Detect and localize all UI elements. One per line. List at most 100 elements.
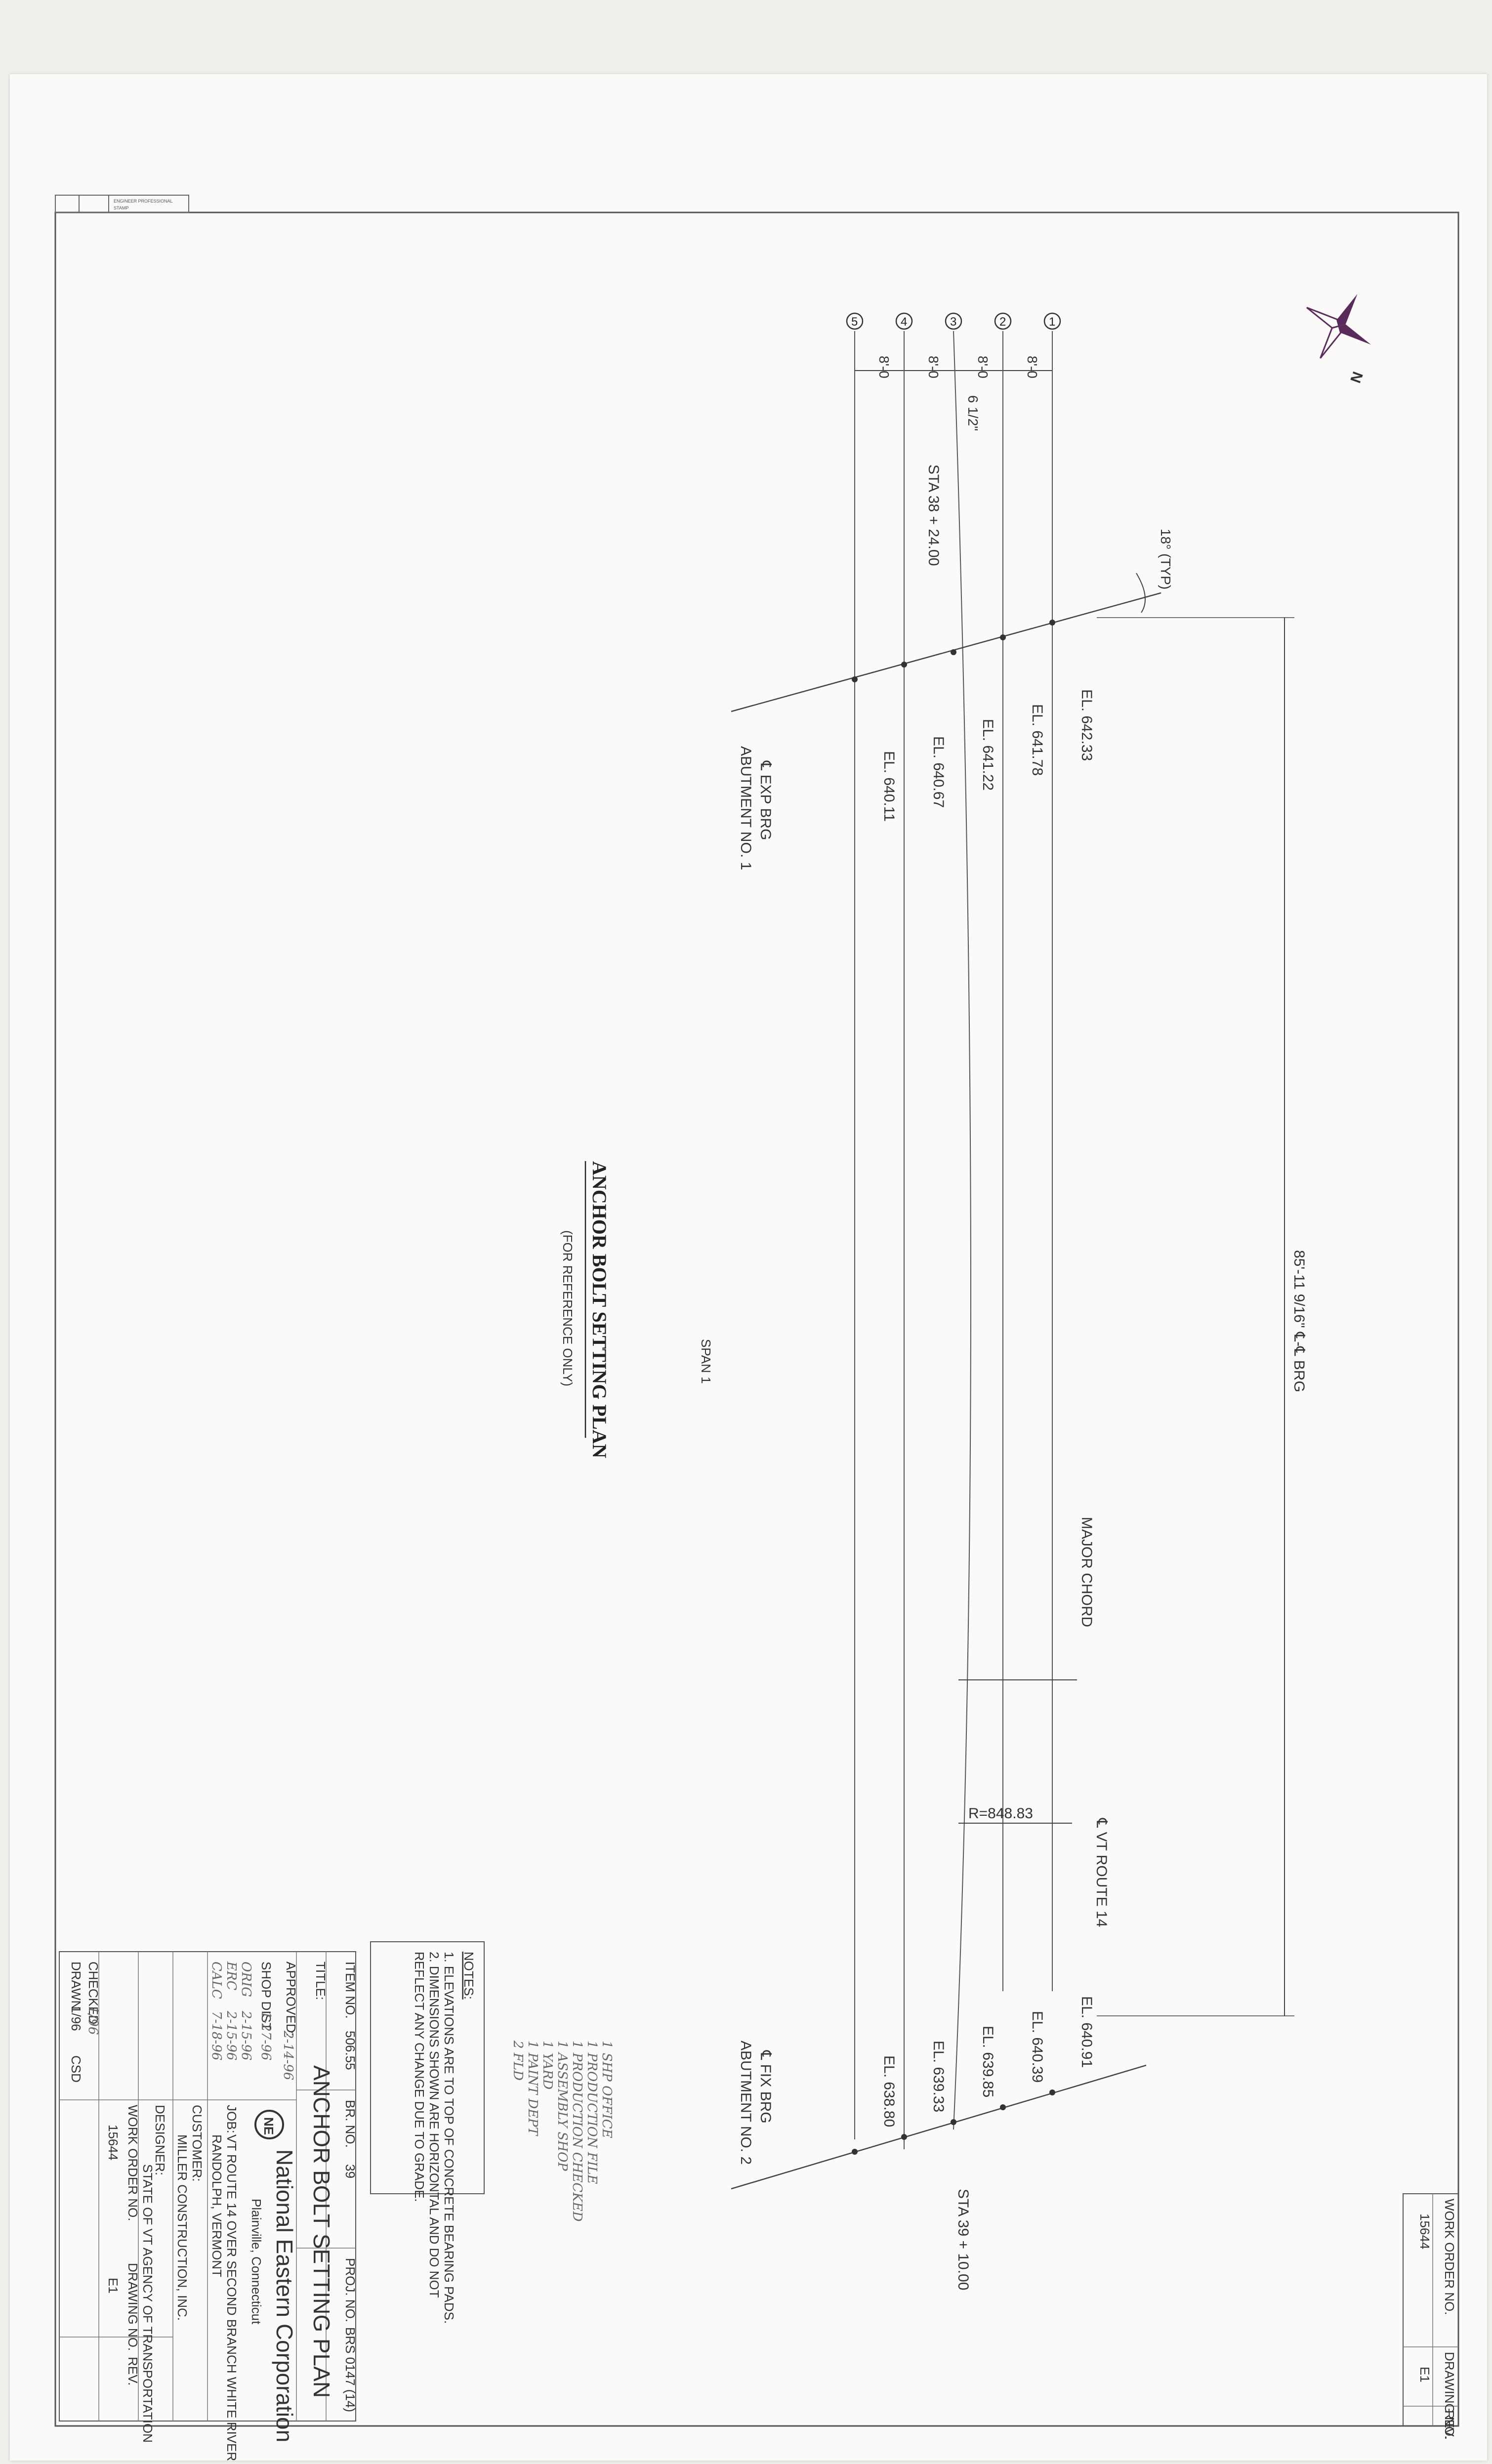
spacing-2: 8'-0 bbox=[975, 356, 991, 378]
radius: R=848.83 bbox=[968, 1805, 1033, 1822]
note-2: 2. DIMENSIONS SHOWN ARE HORIZONTAL AND D… bbox=[427, 1952, 442, 2298]
major-chord: MAJOR CHORD bbox=[1078, 1517, 1095, 1627]
approval-row-4: 2-15-96 bbox=[224, 2010, 239, 2060]
designer-label: DESIGNER: bbox=[153, 2105, 167, 2175]
rev-label: REV. bbox=[125, 2357, 140, 2385]
span-label: SPAN 1 bbox=[699, 1339, 713, 1384]
abutment-1-bearing: 18° (TYP) bbox=[731, 529, 1173, 712]
checked: 1/96 bbox=[85, 2006, 100, 2035]
girder-5-label: 5 bbox=[851, 315, 858, 329]
el-a2-1: EL. 640.91 bbox=[1078, 1996, 1095, 2068]
note-1: 1. ELEVATIONS ARE TO TOP OF CONCRETE BEA… bbox=[442, 1952, 456, 2324]
proj-no-label: PROJ. NO. bbox=[343, 2258, 358, 2322]
stamp-line-1: ENGINEER PROFESSIONAL bbox=[114, 199, 173, 204]
el-a1-3: EL. 641.22 bbox=[980, 719, 996, 791]
abut2-line1: ℄ FIX BRG bbox=[757, 2050, 774, 2124]
spacing-4: 8'-0 bbox=[876, 356, 892, 378]
notes-header: NOTES: bbox=[461, 1952, 476, 2000]
approved-label: APPROVED: bbox=[284, 1962, 298, 2037]
drawing-no-label: DRAWING NO. bbox=[125, 2263, 140, 2351]
drawn: 1/96 bbox=[69, 2006, 83, 2031]
corner-wo: 15644 bbox=[1417, 2213, 1432, 2249]
approval-row-5: 7-18-96 bbox=[209, 2011, 224, 2060]
girder-3-label: 3 bbox=[950, 315, 956, 329]
approval-row-1: 2-14-96 bbox=[281, 2030, 295, 2080]
job-label: JOB: bbox=[224, 2105, 239, 2133]
corner-dn-label: DRAWING NO. bbox=[1442, 2352, 1457, 2440]
approval-row-5-label: CALC bbox=[209, 1962, 224, 1999]
handwritten-distribution: 1 SHP OFFICE 1 PRODUCTION FILE 1 PRODUCT… bbox=[510, 2040, 614, 2222]
job-2: RANDOLPH, VERMONT bbox=[209, 2134, 224, 2277]
abut1-line1: ℄ EXP BRG bbox=[757, 760, 774, 840]
corner-wo-label: WORK ORDER NO. bbox=[1442, 2199, 1457, 2315]
stamp-block: ENGINEER PROFESSIONAL STAMP bbox=[55, 195, 189, 213]
approval-row-2-label: SHOP DIST bbox=[259, 1962, 274, 2031]
job: VT ROUTE 14 OVER SECOND BRANCH WHITE RIV… bbox=[224, 2134, 239, 2461]
customer: MILLER CONSTRUCTION, INC. bbox=[175, 2134, 190, 2321]
customer-label: CUSTOMER: bbox=[190, 2105, 205, 2182]
company-location: Plainville, Connecticut bbox=[249, 2199, 264, 2325]
work-order: 15644 bbox=[106, 2125, 121, 2160]
note-3: REFLECT ANY CHANGE DUE TO GRADE. bbox=[412, 1952, 427, 2202]
route-label: ℄ VT ROUTE 14 bbox=[1093, 1818, 1110, 1927]
el-a1-1: EL. 642.33 bbox=[1078, 689, 1095, 761]
proj-no: BRS 0147 (14) bbox=[343, 2327, 358, 2412]
abut1-line2: ABUTMENT NO. 1 bbox=[738, 746, 754, 870]
drawn-label: DRAWN bbox=[69, 1962, 83, 2009]
approval-row-3-label: ORIG bbox=[239, 1962, 253, 1997]
hand-6: 1 PAINT DEPT bbox=[525, 2041, 540, 2136]
designer: STATE OF VT AGENCY OF TRANSPORTATION bbox=[140, 2164, 155, 2443]
girder-2-label: 2 bbox=[999, 315, 1006, 329]
drawing-svg: ENGINEER PROFESSIONAL STAMP N 1 2 3 4 5 … bbox=[54, 195, 1459, 2461]
abutment-1-elevations: EL. 642.33 EL. 641.78 EL. 641.22 EL. 640… bbox=[738, 464, 1095, 870]
route-geometry: MAJOR CHORD R=848.83 ℄ VT ROUTE 14 bbox=[958, 1517, 1110, 1927]
notes-block: NOTES: 1. ELEVATIONS ARE TO TOP OF CONCR… bbox=[370, 1941, 485, 2324]
north-arrow-icon bbox=[1306, 294, 1371, 359]
br-no: 39 bbox=[343, 2164, 358, 2178]
girder-lines bbox=[854, 331, 1053, 2149]
abutment-2-bearing: EL. 640.91 EL. 640.39 EL. 639.85 EL. 639… bbox=[731, 1996, 1147, 2290]
abut2-line2: ABUTMENT NO. 2 bbox=[738, 2041, 754, 2165]
work-order-label: WORK ORDER NO. bbox=[125, 2105, 140, 2221]
hand-7: 2 FLD bbox=[510, 2040, 525, 2081]
drawing-subtitle: (FOR REFERENCE ONLY) bbox=[560, 1230, 575, 1386]
hand-3: 1 PRODUCTION CHECKED bbox=[570, 2041, 584, 2222]
ne-logo-icon: NE bbox=[254, 2110, 284, 2139]
bearing-length-dim: 85'-11 9/16" ℄-℄ BRG bbox=[1097, 617, 1307, 2016]
girder-1-label: 1 bbox=[1049, 315, 1055, 329]
el-a2-5: EL. 638.80 bbox=[881, 2055, 897, 2127]
item-no-label: ITEM NO. bbox=[343, 1962, 358, 2019]
drawn-by: CSD bbox=[69, 2055, 83, 2083]
el-a2-2: EL. 640.39 bbox=[1029, 2011, 1045, 2083]
hand-4: 1 ASSEMBLY SHOP bbox=[555, 2041, 570, 2171]
typ-angle: 18° (TYP) bbox=[1158, 529, 1173, 589]
offset-dim: 6 1/2" bbox=[965, 395, 981, 431]
stamp-line-2: STAMP bbox=[114, 206, 128, 210]
drawing-title: ANCHOR BOLT SETTING PLAN bbox=[588, 1161, 611, 1458]
sta-start: STA 38 + 24.00 bbox=[925, 464, 942, 566]
el-a2-4: EL. 639.33 bbox=[930, 2041, 947, 2112]
spacing-dimensions: 8'-0 8'-0 8'-0 8'-0 6 1/2" bbox=[855, 356, 1052, 431]
spacing-3: 8'-0 bbox=[926, 356, 941, 378]
corner-rev-label: REV. bbox=[1442, 2410, 1457, 2439]
hand-2: 1 PRODUCTION FILE bbox=[584, 2041, 599, 2184]
el-a1-4: EL. 640.67 bbox=[930, 736, 947, 808]
approval-row-2: 1-27-96 bbox=[258, 2011, 273, 2060]
el-a1-5: EL. 640.11 bbox=[881, 751, 897, 822]
title-block: ITEM NO. 506.55 BR. NO. 39 PROJ. NO. BRS… bbox=[59, 1951, 358, 2461]
north-label: N bbox=[1347, 370, 1366, 385]
spacing-1: 8'-0 bbox=[1025, 356, 1040, 378]
hand-5: 1 YARD bbox=[540, 2041, 555, 2089]
item-no: 506.55 bbox=[343, 2031, 358, 2070]
el-a1-2: EL. 641.78 bbox=[1029, 704, 1045, 776]
tb-title: ANCHOR BOLT SETTING PLAN bbox=[309, 2065, 334, 2398]
girder-4-label: 4 bbox=[901, 315, 907, 329]
approval-row-4-label: ERC bbox=[224, 1961, 239, 1991]
corner-dn: E1 bbox=[1417, 2367, 1432, 2382]
logo-text: NE bbox=[261, 2117, 276, 2135]
title-label: TITLE: bbox=[313, 1962, 328, 2000]
company-name: National Eastern Corporation bbox=[272, 2149, 297, 2442]
girder-markers: 1 2 3 4 5 bbox=[846, 312, 1061, 330]
drawing-border bbox=[54, 211, 1459, 2427]
corner-block: WORK ORDER NO. 15644 DRAWING NO. E1 REV. bbox=[1403, 2193, 1459, 2440]
